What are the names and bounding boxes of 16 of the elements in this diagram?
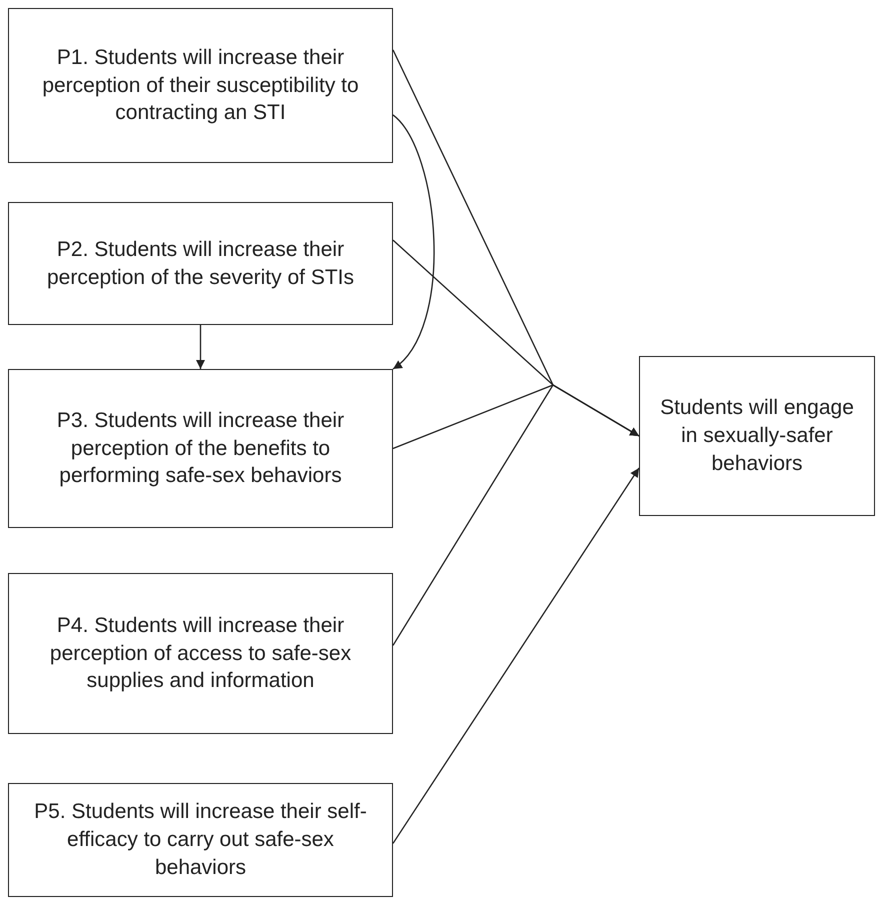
- process-box: [8, 573, 393, 734]
- process-box: [8, 783, 393, 897]
- arrow: [392, 114, 435, 370]
- process-box: [8, 369, 393, 528]
- process-box: [8, 202, 393, 325]
- process-box: [639, 356, 875, 516]
- arrow: [392, 468, 640, 844]
- box-text: P3. Students will increase their perception of the benefits to performing safe-sex behaviors: [56, 408, 346, 490]
- arrow: [196, 325, 205, 369]
- process-box: [8, 8, 393, 163]
- box-text: P1. Students will increase their perception of their susceptibility to contracting an STI: [41, 44, 360, 126]
- box-text: Students will engage in sexually-safer behaviors: [659, 395, 855, 477]
- box-text: P5. Students will increase their self-efficacy to carry out safe-sex behaviors: [33, 799, 368, 881]
- arrow: [392, 384, 640, 646]
- box-text: P2. Students will increase their perception of the severity of STIs: [46, 236, 355, 290]
- box-text: P4. Students will increase their perception of access to safe-sex supplies and information: [48, 612, 352, 694]
